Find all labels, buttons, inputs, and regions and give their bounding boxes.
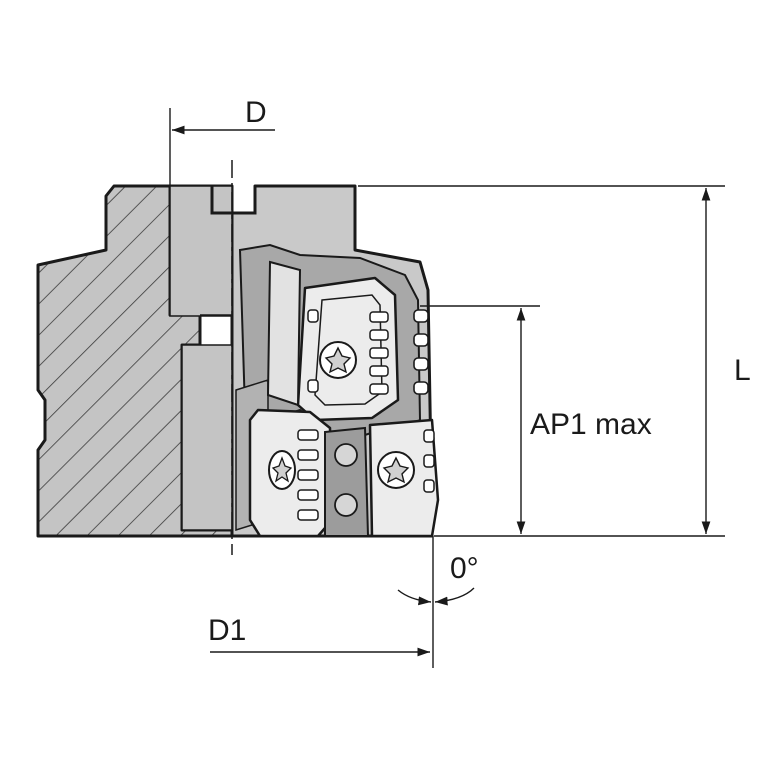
label-ap1-max: AP1 max — [530, 408, 652, 441]
label-angle: 0° — [450, 552, 479, 585]
label-l: L — [734, 354, 751, 387]
keyway-notch — [210, 186, 257, 215]
bore — [169, 185, 233, 317]
dimension-ap1-max — [420, 305, 540, 534]
dimension-d — [169, 108, 275, 186]
section-view — [36, 184, 234, 538]
edge-serrations — [413, 309, 429, 395]
torx-screw-icon — [319, 341, 357, 379]
label-d: D — [245, 96, 267, 129]
label-d1: D1 — [208, 614, 246, 647]
serrations-lower — [297, 429, 319, 521]
torx-screw-icon — [377, 451, 415, 489]
lower-right-insert — [368, 418, 440, 538]
lower-left-insert — [248, 408, 334, 538]
bore-lower — [181, 344, 233, 531]
serrations-upper — [307, 309, 389, 395]
dimension-angle — [397, 536, 475, 668]
dimension-l — [358, 185, 725, 537]
clamp-block — [324, 426, 370, 537]
torx-screw-icon — [268, 450, 296, 490]
upper-insert — [296, 276, 400, 422]
cutting-edge-upper — [266, 260, 302, 407]
